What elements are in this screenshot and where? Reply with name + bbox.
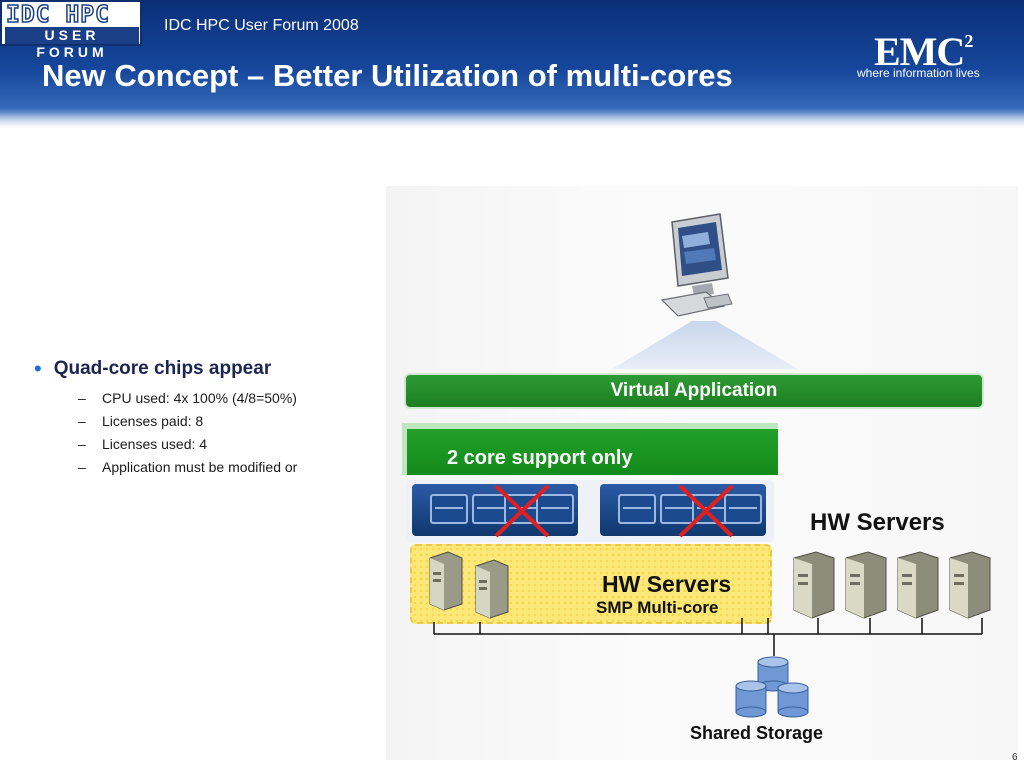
page-title: New Concept – Better Utilization of mult… <box>42 58 733 93</box>
sub-bullet: –Licenses paid: 8 <box>78 413 364 429</box>
header-fade <box>0 108 1024 130</box>
sub-bullet: –CPU used: 4x 100% (4/8=50%) <box>78 390 364 406</box>
cpu-core <box>472 494 510 524</box>
cpu-core <box>724 494 762 524</box>
emc-logo-sup: 2 <box>964 30 973 51</box>
smp-server-box <box>410 544 772 624</box>
forum-title: IDC HPC User Forum 2008 <box>164 17 359 34</box>
smp-multicore-label: SMP Multi-core <box>596 598 719 617</box>
bullet-main: • Quad-core chips appear <box>34 358 364 380</box>
emc-logo: EMC2 <box>874 28 973 75</box>
dash-icon: – <box>78 413 86 429</box>
server-icon <box>949 551 991 619</box>
sub-bullet-list: –CPU used: 4x 100% (4/8=50%) –Licenses p… <box>78 390 364 475</box>
cpu-core <box>618 494 656 524</box>
shared-storage-label: Shared Storage <box>690 723 824 743</box>
smp-hw-servers-label: HW Servers <box>602 571 732 597</box>
sub-bullet: –Licenses used: 4 <box>78 436 364 452</box>
disabled-cores-cross-icon <box>494 484 550 538</box>
header-banner <box>0 0 1024 128</box>
virtual-application-bar: Virtual Application <box>404 373 984 409</box>
bullet-main-text: Quad-core chips appear <box>53 358 272 379</box>
server-icon <box>475 559 509 619</box>
emc-logo-text: EMC <box>874 29 965 74</box>
disabled-cores-cross-icon <box>678 484 734 538</box>
sub-bullet-text: Licenses paid: 8 <box>102 413 204 429</box>
connection-cone <box>612 321 798 369</box>
sub-bullet-text: Licenses used: 4 <box>102 436 208 452</box>
quad-core-chip <box>600 484 766 536</box>
sub-bullet: –Application must be modified or <box>78 459 364 475</box>
hw-servers-label: HW Servers <box>810 509 945 536</box>
cpu-core <box>536 494 574 524</box>
bullet-dot-icon: • <box>34 356 42 381</box>
server-icon <box>429 551 463 611</box>
network-bus <box>433 618 983 656</box>
workstation-icon <box>660 213 733 317</box>
dash-icon: – <box>78 390 86 406</box>
dash-icon: – <box>78 459 86 475</box>
idc-hpc-logo: IDC HPC USER FORUM <box>0 0 142 60</box>
logo-bottom-text: USER FORUM <box>5 27 139 60</box>
logo-top-text: IDC HPC <box>5 2 110 28</box>
architecture-diagram: Virtual Application 2 core support only <box>386 186 1018 760</box>
server-icon <box>897 551 939 619</box>
cpu-core <box>430 494 468 524</box>
core-support-bar: 2 core support only <box>402 423 778 475</box>
dash-icon: – <box>78 436 86 452</box>
sub-bullet-text: Application must be modified or <box>102 459 298 475</box>
page-number: 6 <box>1012 752 1018 763</box>
bullet-list: • Quad-core chips appear –CPU used: 4x 1… <box>34 358 364 482</box>
core-support-text: 2 core support only <box>447 447 633 469</box>
sub-bullet-text: CPU used: 4x 100% (4/8=50%) <box>102 390 297 406</box>
emc-tagline: where information lives <box>857 66 980 80</box>
server-icon <box>793 551 835 619</box>
database-icon <box>735 656 809 718</box>
server-icon <box>845 551 887 619</box>
